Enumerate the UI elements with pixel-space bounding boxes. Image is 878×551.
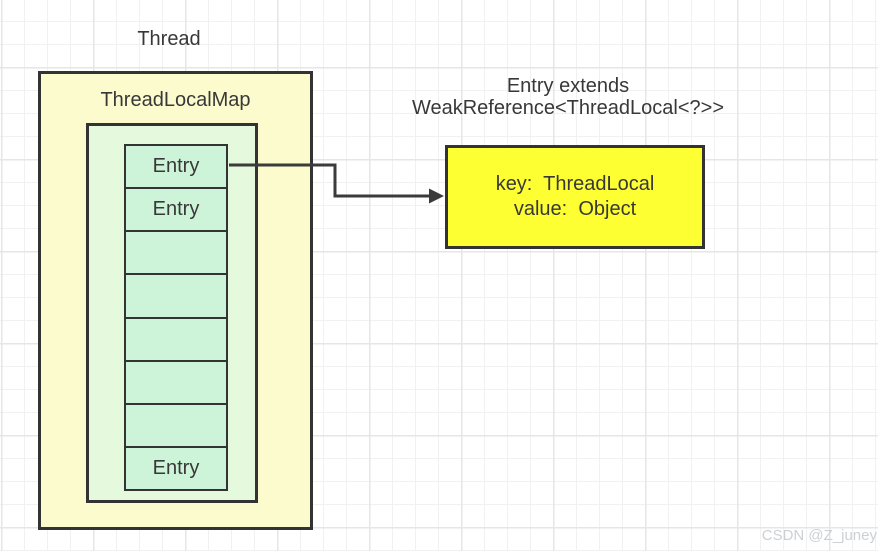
entry-key-line: key: ThreadLocal bbox=[495, 173, 655, 195]
entry-cell: Entry bbox=[126, 447, 226, 489]
threadlocalmap-title: ThreadLocalMap bbox=[100, 89, 251, 111]
entry-cell: Entry bbox=[126, 146, 226, 188]
entry-cell bbox=[126, 275, 226, 317]
entry-detail-box: key: ThreadLocal value: Object bbox=[445, 145, 705, 249]
entry-note-line1: Entry extends bbox=[506, 75, 630, 97]
entry-cell-stack: Entry Entry Entry bbox=[124, 144, 228, 491]
entry-note: Entry extends WeakReference<ThreadLocal<… bbox=[407, 75, 729, 119]
watermark: CSDN @Z_juney bbox=[761, 527, 877, 544]
entry-value-line: value: Object bbox=[513, 198, 637, 220]
arrowhead-icon bbox=[429, 188, 444, 204]
entry-cell bbox=[126, 318, 226, 360]
entry-note-line2: WeakReference<ThreadLocal<?>> bbox=[411, 97, 725, 119]
entry-cell bbox=[126, 404, 226, 446]
entry-cell: Entry bbox=[126, 189, 226, 231]
thread-label: Thread bbox=[137, 28, 201, 50]
entry-cell bbox=[126, 361, 226, 403]
entry-cell bbox=[126, 232, 226, 274]
